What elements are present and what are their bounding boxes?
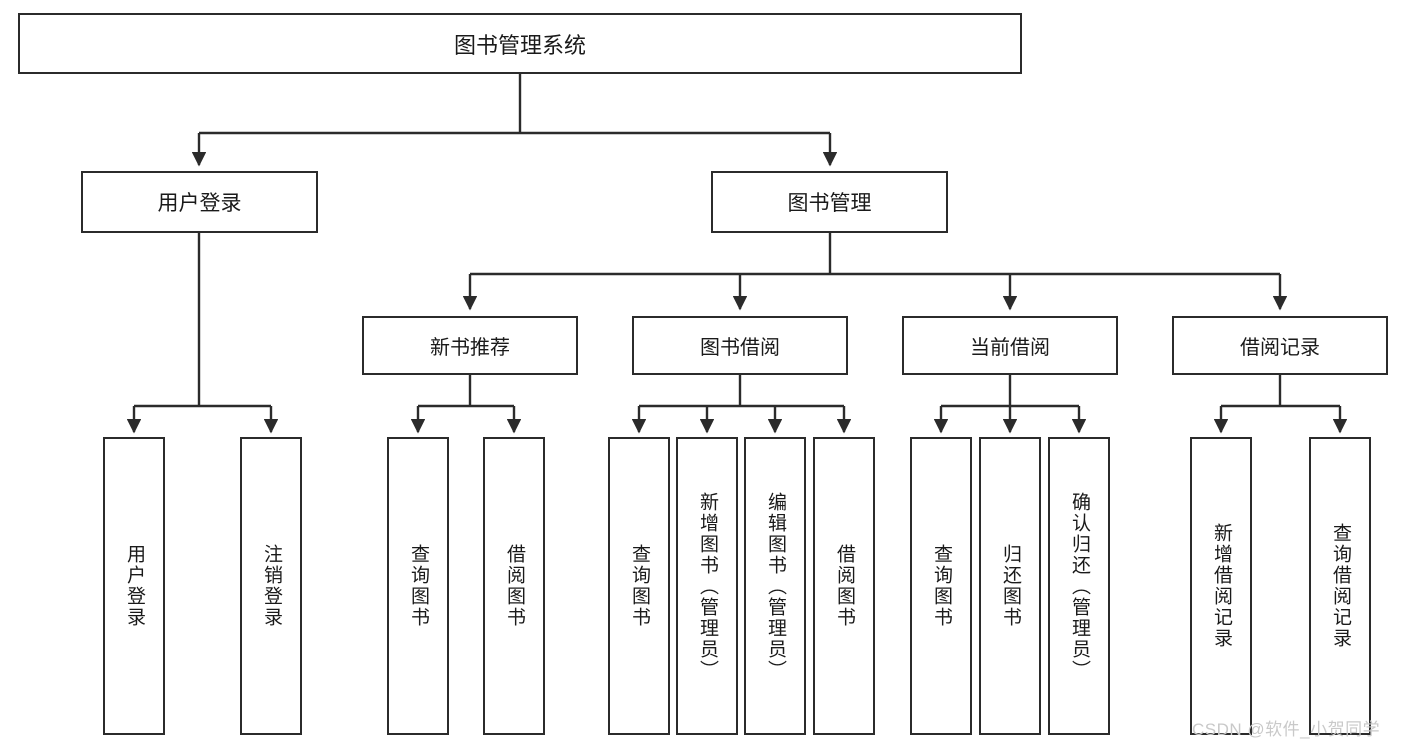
node-leaf-confirm-return-label: 确认归还（管理员） [1068,491,1090,681]
node-leaf-borrow-book-2[interactable]: 借阅图书 [813,437,875,735]
node-leaf-confirm-return[interactable]: 确认归还（管理员） [1048,437,1110,735]
node-leaf-query-book-3[interactable]: 查询图书 [910,437,972,735]
node-leaf-query-book-2-label: 查询图书 [628,544,650,628]
node-new-book-recommend-label: 新书推荐 [430,337,510,359]
node-new-book-recommend[interactable]: 新书推荐 [362,316,578,375]
node-user-login-label: 用户登录 [157,192,242,215]
node-leaf-logout-login[interactable]: 注销登录 [240,437,302,735]
node-root-label: 图书管理系统 [453,32,586,58]
node-book-borrow-label: 图书借阅 [700,337,780,359]
node-leaf-return-book-label: 归还图书 [999,544,1021,628]
node-leaf-edit-book[interactable]: 编辑图书（管理员） [744,437,806,735]
watermark-csdn: CSDN @软件_小贺同学 [1192,720,1381,739]
node-book-borrow[interactable]: 图书借阅 [632,316,848,375]
node-leaf-query-book-1[interactable]: 查询图书 [387,437,449,735]
node-leaf-borrow-book-1-label: 借阅图书 [503,544,525,628]
node-current-borrow-label: 当前借阅 [970,337,1050,359]
node-leaf-query-book-3-label: 查询图书 [930,544,952,628]
node-book-management[interactable]: 图书管理 [711,171,948,233]
node-book-management-label: 图书管理 [787,192,872,215]
node-leaf-edit-book-label: 编辑图书（管理员） [764,491,786,681]
node-root[interactable]: 图书管理系统 [18,13,1022,74]
node-borrow-record-label: 借阅记录 [1240,337,1320,359]
node-leaf-query-record[interactable]: 查询借阅记录 [1309,437,1371,735]
node-leaf-add-record-label: 新增借阅记录 [1210,523,1232,649]
node-borrow-record[interactable]: 借阅记录 [1172,316,1388,375]
node-leaf-query-record-label: 查询借阅记录 [1329,523,1351,649]
node-leaf-add-record[interactable]: 新增借阅记录 [1190,437,1252,735]
node-leaf-borrow-book-2-label: 借阅图书 [833,544,855,628]
node-leaf-return-book[interactable]: 归还图书 [979,437,1041,735]
node-leaf-user-login-label: 用户登录 [123,544,145,628]
node-user-login[interactable]: 用户登录 [81,171,318,233]
node-leaf-logout-login-label: 注销登录 [260,544,282,628]
node-leaf-add-book-label: 新增图书（管理员） [696,491,718,681]
node-leaf-add-book[interactable]: 新增图书（管理员） [676,437,738,735]
node-leaf-query-book-2[interactable]: 查询图书 [608,437,670,735]
node-leaf-user-login[interactable]: 用户登录 [103,437,165,735]
node-current-borrow[interactable]: 当前借阅 [902,316,1118,375]
node-leaf-query-book-1-label: 查询图书 [407,544,429,628]
node-leaf-borrow-book-1[interactable]: 借阅图书 [483,437,545,735]
